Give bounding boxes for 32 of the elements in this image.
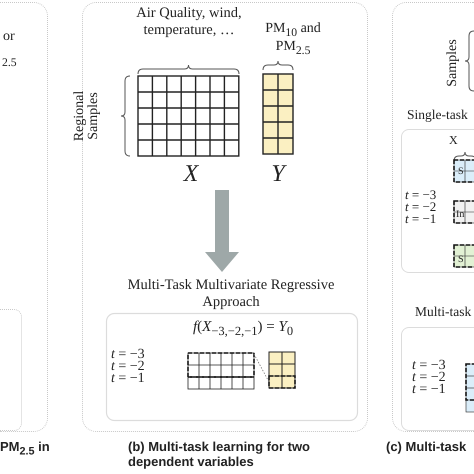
cell-text: S — [458, 166, 465, 178]
heading: Single-task — [407, 107, 469, 123]
time-label: t = −1 — [412, 382, 447, 398]
row-label: Regional Samples — [73, 90, 101, 144]
column-label: Air Quality, wind, temperature, … — [135, 5, 243, 38]
time-label: t = −2 — [405, 200, 438, 214]
matrix-symbol: X — [449, 134, 459, 148]
time-label: t = −1 — [111, 371, 146, 388]
formula: f(X$_{−3,−2,−1}$) = Y$_{0}$ — [193, 319, 294, 338]
heading: Multi-task — [415, 304, 472, 320]
block-arrow — [205, 190, 239, 272]
dotted-panel — [0, 309, 22, 431]
text-fragment: 2.5 — [2, 54, 18, 70]
figure-caption: (b) Multi-task learning for two dependent variables — [128, 440, 311, 470]
matrix-symbol: Y — [270, 161, 288, 189]
cell-text: In — [456, 209, 466, 220]
heading: Multi-Task Multivariate Regressive Approach — [126, 277, 336, 310]
time-label: t = −3 — [405, 188, 438, 202]
column-label: PM$_{10}$ and PM$_{2.5}$ — [264, 21, 322, 58]
cell-text: S — [458, 254, 465, 266]
time-label: t = −2 — [412, 370, 447, 385]
matrix-symbol: X — [182, 161, 200, 189]
figure-caption: PM$_{2.5}$ in — [0, 440, 51, 458]
time-label: t = −2 — [111, 359, 146, 374]
time-label: t = −3 — [412, 358, 447, 373]
text-fragment: or — [3, 29, 16, 46]
matrix-group — [0, 2, 48, 432]
time-label: t = −3 — [111, 347, 146, 362]
dotted-panel — [392, 2, 474, 432]
figure-caption: (c) Multi-task — [386, 440, 468, 455]
time-label: t = −1 — [405, 212, 438, 227]
row-label: Samples — [444, 38, 461, 89]
